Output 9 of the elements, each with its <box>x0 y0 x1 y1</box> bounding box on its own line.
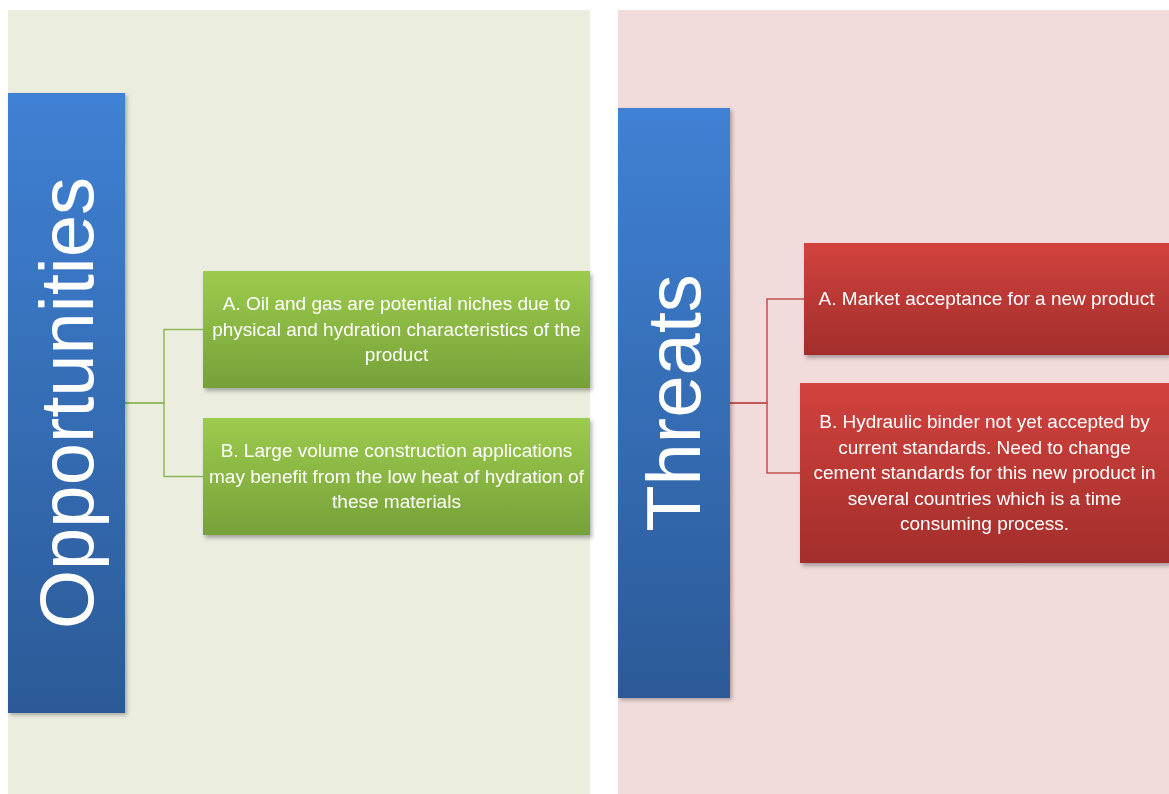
point-box: B. Large volume construction applications may benefit from the low heat of hydration of these materials <box>203 418 590 535</box>
connector-line <box>124 402 204 478</box>
category-title: Threats <box>636 274 712 532</box>
point-box: A. Market acceptance for a new product <box>804 243 1169 355</box>
point-box: A. Oil and gas are potential niches due to physical and hydration characteristics of the product <box>203 271 590 388</box>
category-bar <box>8 93 125 713</box>
category-bar <box>618 108 730 698</box>
connector-line <box>729 402 801 474</box>
point-box: B. Hydraulic binder not yet accepted by current standards. Need to change cement standards for this new product in several countries which is a time consuming process. <box>800 383 1169 563</box>
